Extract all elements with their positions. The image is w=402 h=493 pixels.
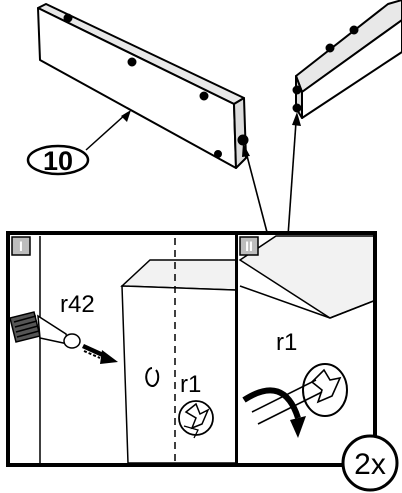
step-tag-2 [239,236,259,256]
callout-r42: r42 [60,291,95,318]
quantity-badge: 2x [341,434,399,492]
part-number: 10 [43,146,73,176]
callout-r1-panel1: r1 [180,371,201,398]
callout-r1-panel2: r1 [276,329,297,356]
panel-1 [10,236,235,463]
insert-arrow [82,344,118,364]
panel-2 [238,235,373,438]
part-callout: 10 [26,110,131,176]
pointer-arrows [242,112,301,237]
step-tag-1 [11,236,31,256]
board-right [292,0,402,119]
step-label-1: I [19,238,23,254]
step-label-2: II [245,238,253,254]
quantity-label: 2x [354,448,386,481]
board-left [37,3,249,169]
